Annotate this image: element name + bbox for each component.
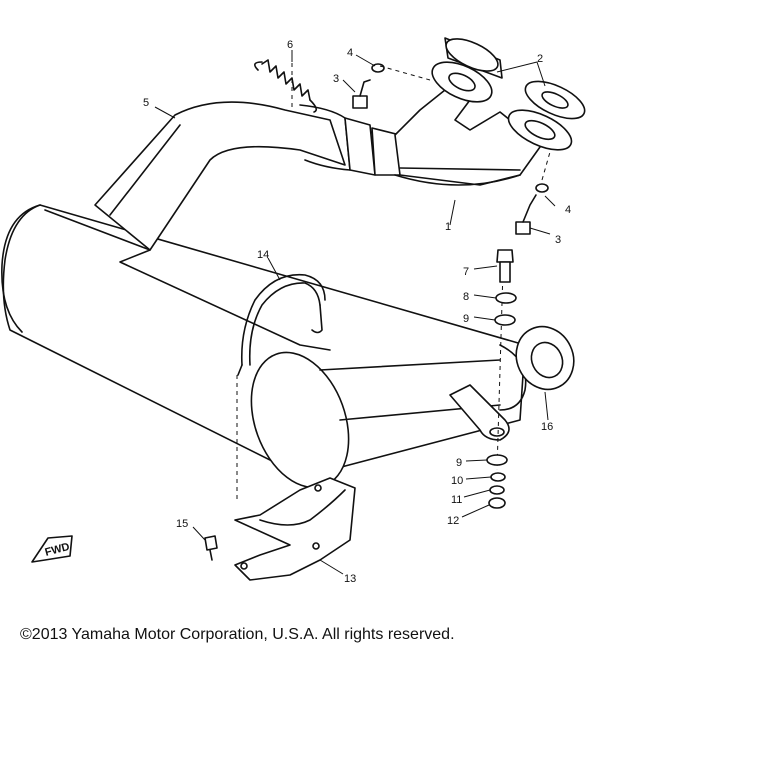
callout-6: 6 [287, 39, 293, 51]
gasket-16 [515, 325, 575, 391]
callout-16: 16 [541, 421, 553, 433]
washer-9-upper [494, 314, 516, 326]
callout-4b: 4 [565, 204, 571, 216]
callout-5: 5 [143, 97, 149, 109]
leader-lines [154, 50, 556, 575]
callout-4a: 4 [347, 47, 353, 59]
callout-12: 12 [447, 515, 459, 527]
callout-15: 15 [176, 518, 188, 530]
callout-14: 14 [257, 249, 269, 261]
bolt-upper [352, 63, 431, 109]
nut-12 [488, 497, 506, 509]
callout-9b: 9 [456, 457, 462, 469]
callout-10: 10 [451, 475, 463, 487]
exhaust-parts-diagram: FWD 1 2 3 3 4 [1, 37, 586, 585]
callout-1: 1 [445, 221, 451, 233]
washer-8 [495, 292, 517, 304]
washer-9-lower [486, 454, 508, 466]
bolt-7 [496, 249, 514, 283]
fwd-arrow-icon: FWD [31, 535, 73, 563]
callout-3a: 3 [333, 73, 339, 85]
callout-3b: 3 [555, 234, 561, 246]
callout-13: 13 [344, 573, 356, 585]
muffler [1, 204, 527, 489]
copyright-notice: ©2013 Yamaha Motor Corporation, U.S.A. A… [20, 626, 455, 643]
callout-11: 11 [451, 494, 462, 506]
lower-bracket [234, 375, 356, 581]
callout-9a: 9 [463, 313, 469, 325]
washer-10 [490, 472, 506, 482]
callout-8: 8 [463, 291, 469, 303]
spring [254, 55, 318, 113]
exhaust-pipe [94, 101, 401, 251]
callout-7: 7 [463, 266, 469, 278]
hanger-strap [237, 273, 326, 376]
washer-11 [489, 485, 505, 495]
callout-2: 2 [537, 53, 543, 65]
clip-15 [204, 535, 218, 561]
flanges [431, 37, 586, 151]
bolt-lower [515, 151, 551, 235]
